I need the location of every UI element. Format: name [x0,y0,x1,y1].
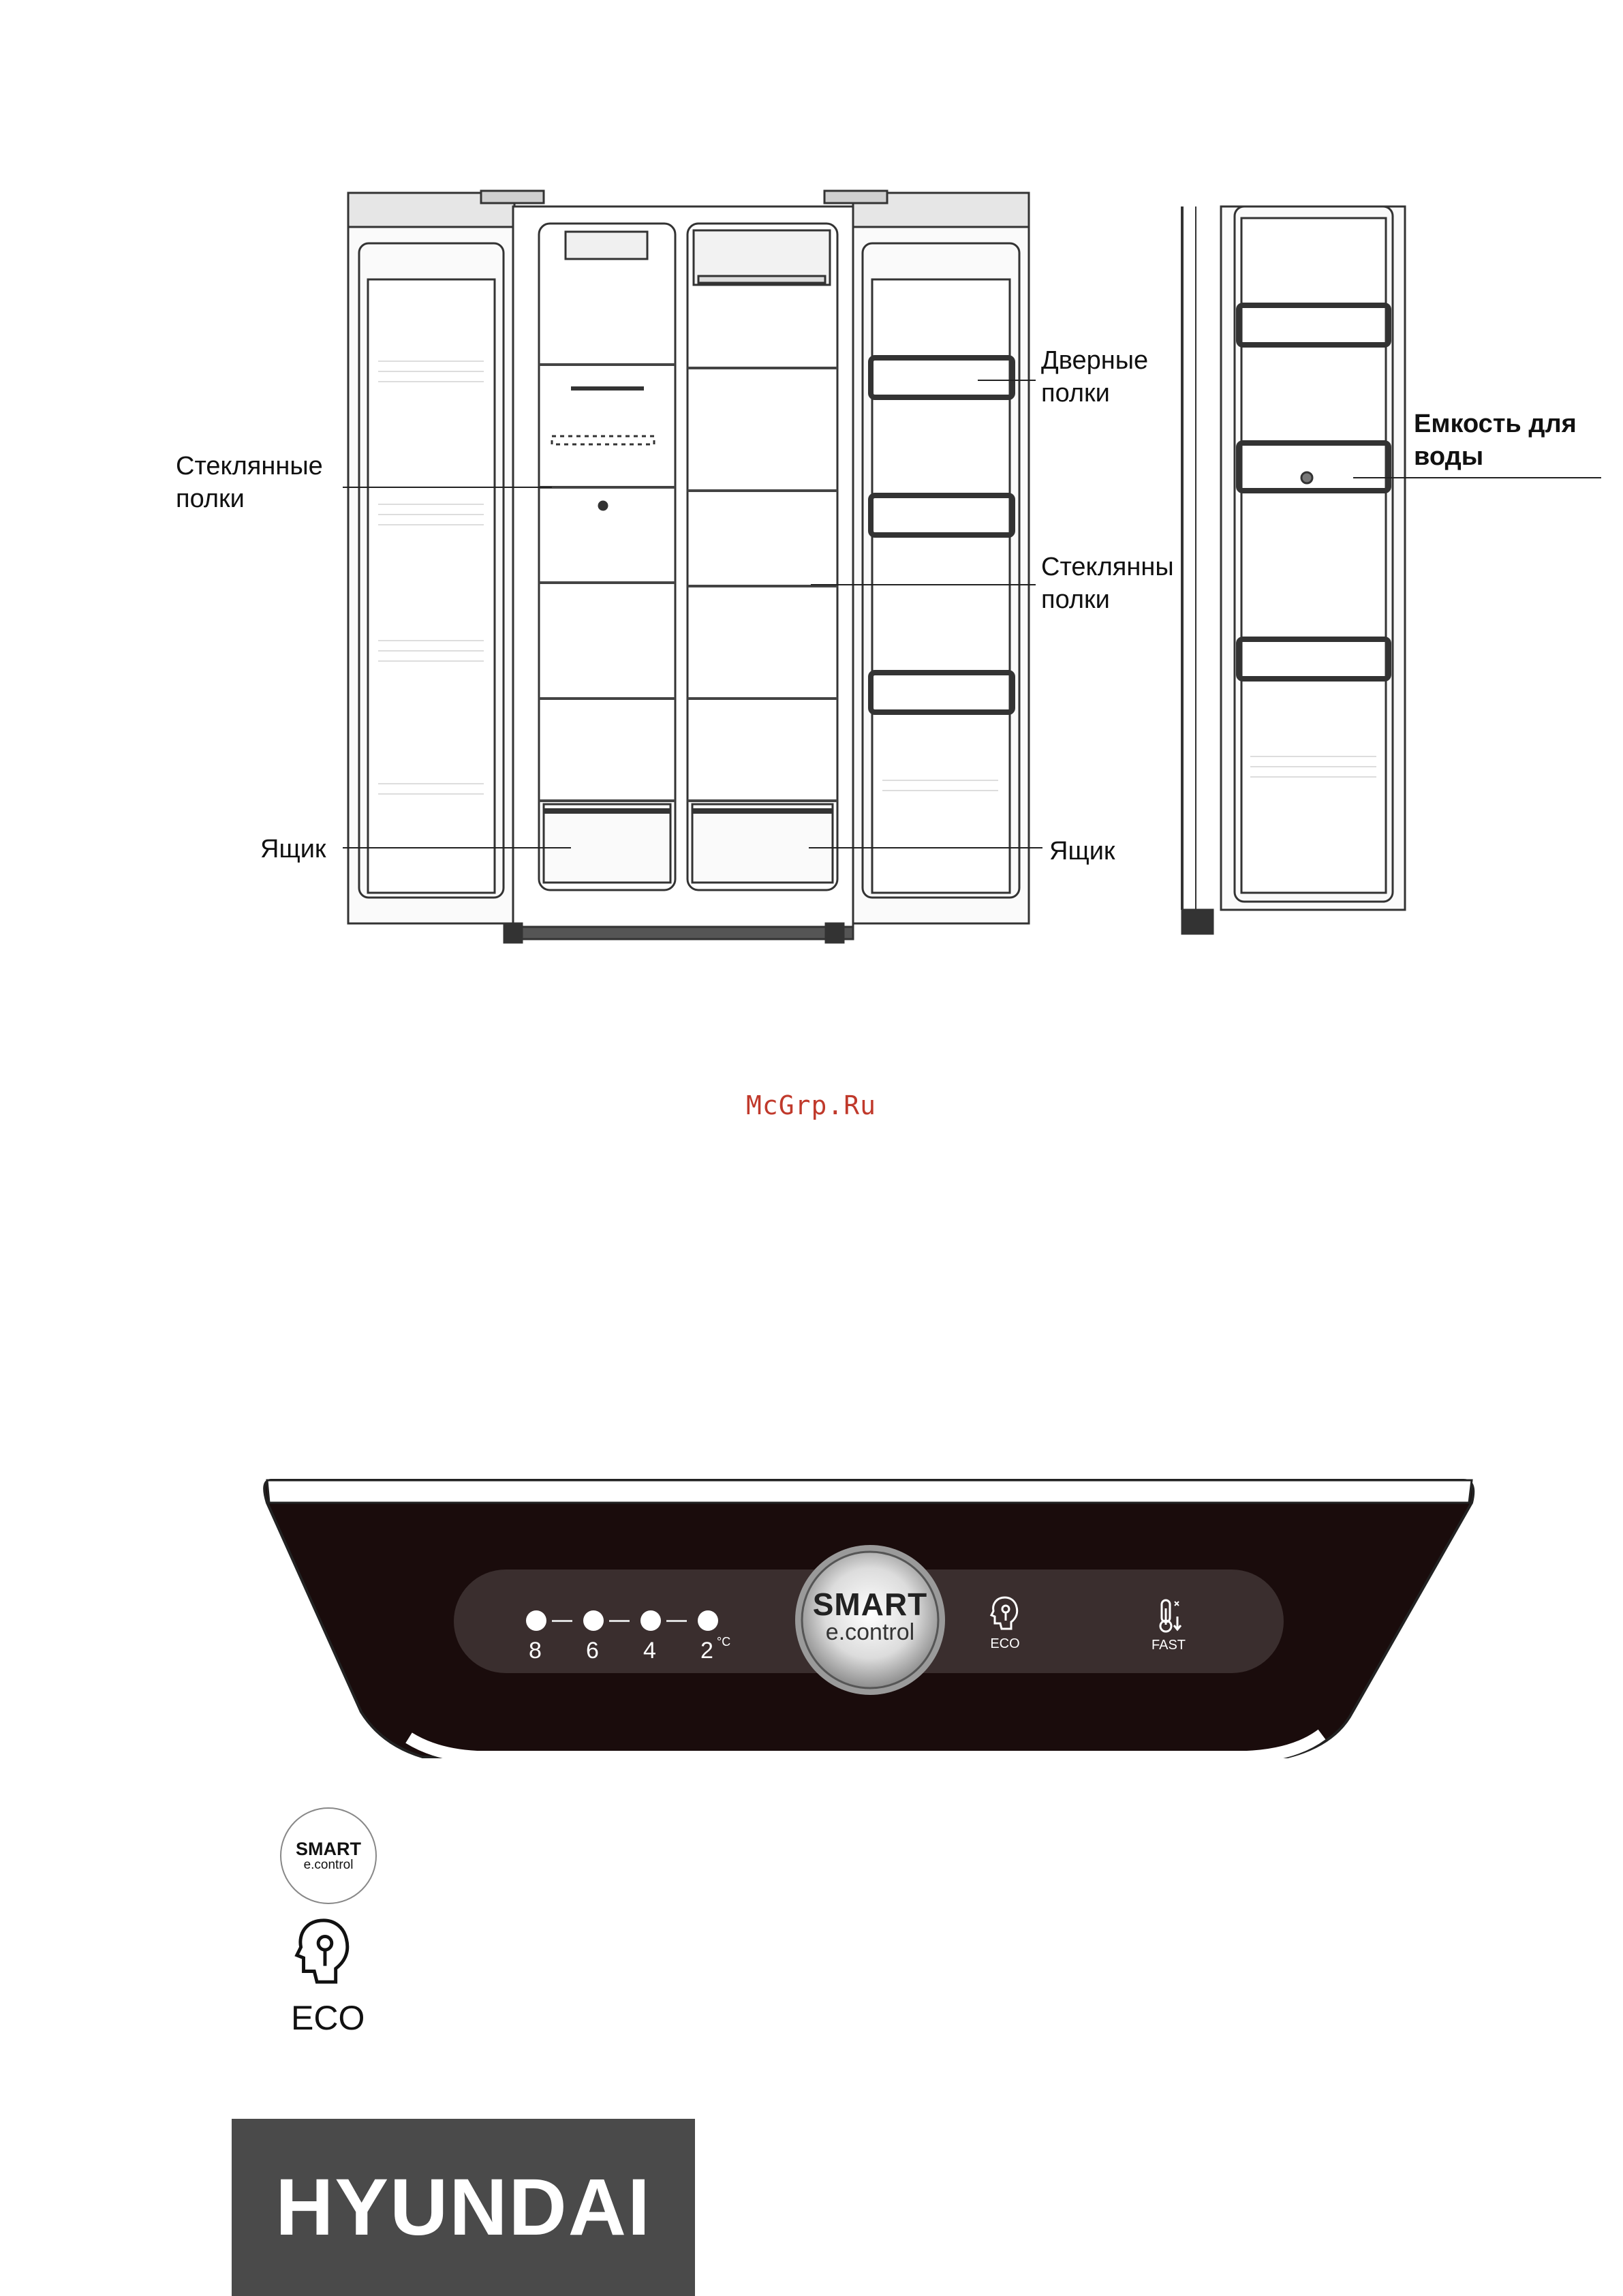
label-glass-shelves-right: Стеклянны полки [1041,551,1174,616]
temp-label-6: 6 [586,1638,599,1664]
label-glass-shelves-left: Стеклянные полки [176,450,323,515]
cabinet [504,206,853,943]
fast-cool-icon [1151,1596,1186,1634]
temp-2-indicator[interactable] [698,1610,718,1631]
eco-legend-icon [290,1915,358,1990]
temp-4-indicator[interactable] [640,1610,661,1631]
right-door [824,191,1029,923]
smart-subtitle: e.control [795,1621,945,1644]
temp-label-2: 2 [700,1638,713,1664]
temperature-selector: 8 6 4 2 °C [518,1605,743,1666]
connector-line [666,1620,687,1622]
eco-button[interactable]: ECO [981,1595,1029,1659]
label-door-shelves: Дверные полки [1041,344,1148,410]
connector-line [609,1620,630,1622]
fast-label: FAST [1145,1638,1192,1653]
temp-8-indicator[interactable] [526,1610,546,1631]
eco-legend-label: ECO [291,1998,365,2038]
smart-legend-subtitle: e.control [304,1858,354,1872]
smart-knob-label: SMART e.control [795,1588,945,1644]
temp-6-indicator[interactable] [583,1610,604,1631]
brand-name: HYUNDAI [275,2161,651,2254]
label-water-tank: Емкость для воды [1414,408,1577,473]
connector-line [552,1620,572,1622]
eco-head-icon [988,1595,1022,1633]
temp-label-4: 4 [643,1638,656,1664]
smart-legend-title: SMART [296,1839,361,1858]
label-drawer-right: Ящик [1049,835,1115,868]
watermark: McGrp.Ru [746,1090,876,1120]
smart-title: SMART [795,1588,945,1621]
label-drawer-left: Ящик [260,833,326,866]
fast-button[interactable]: FAST [1145,1596,1192,1661]
side-door-view [1182,206,1405,934]
temp-label-8: 8 [529,1638,542,1664]
eco-label: ECO [981,1636,1029,1652]
brand-logo: HYUNDAI [232,2119,695,2296]
smart-legend-icon: SMART e.control [280,1807,377,1904]
temp-unit: °C [717,1635,730,1649]
